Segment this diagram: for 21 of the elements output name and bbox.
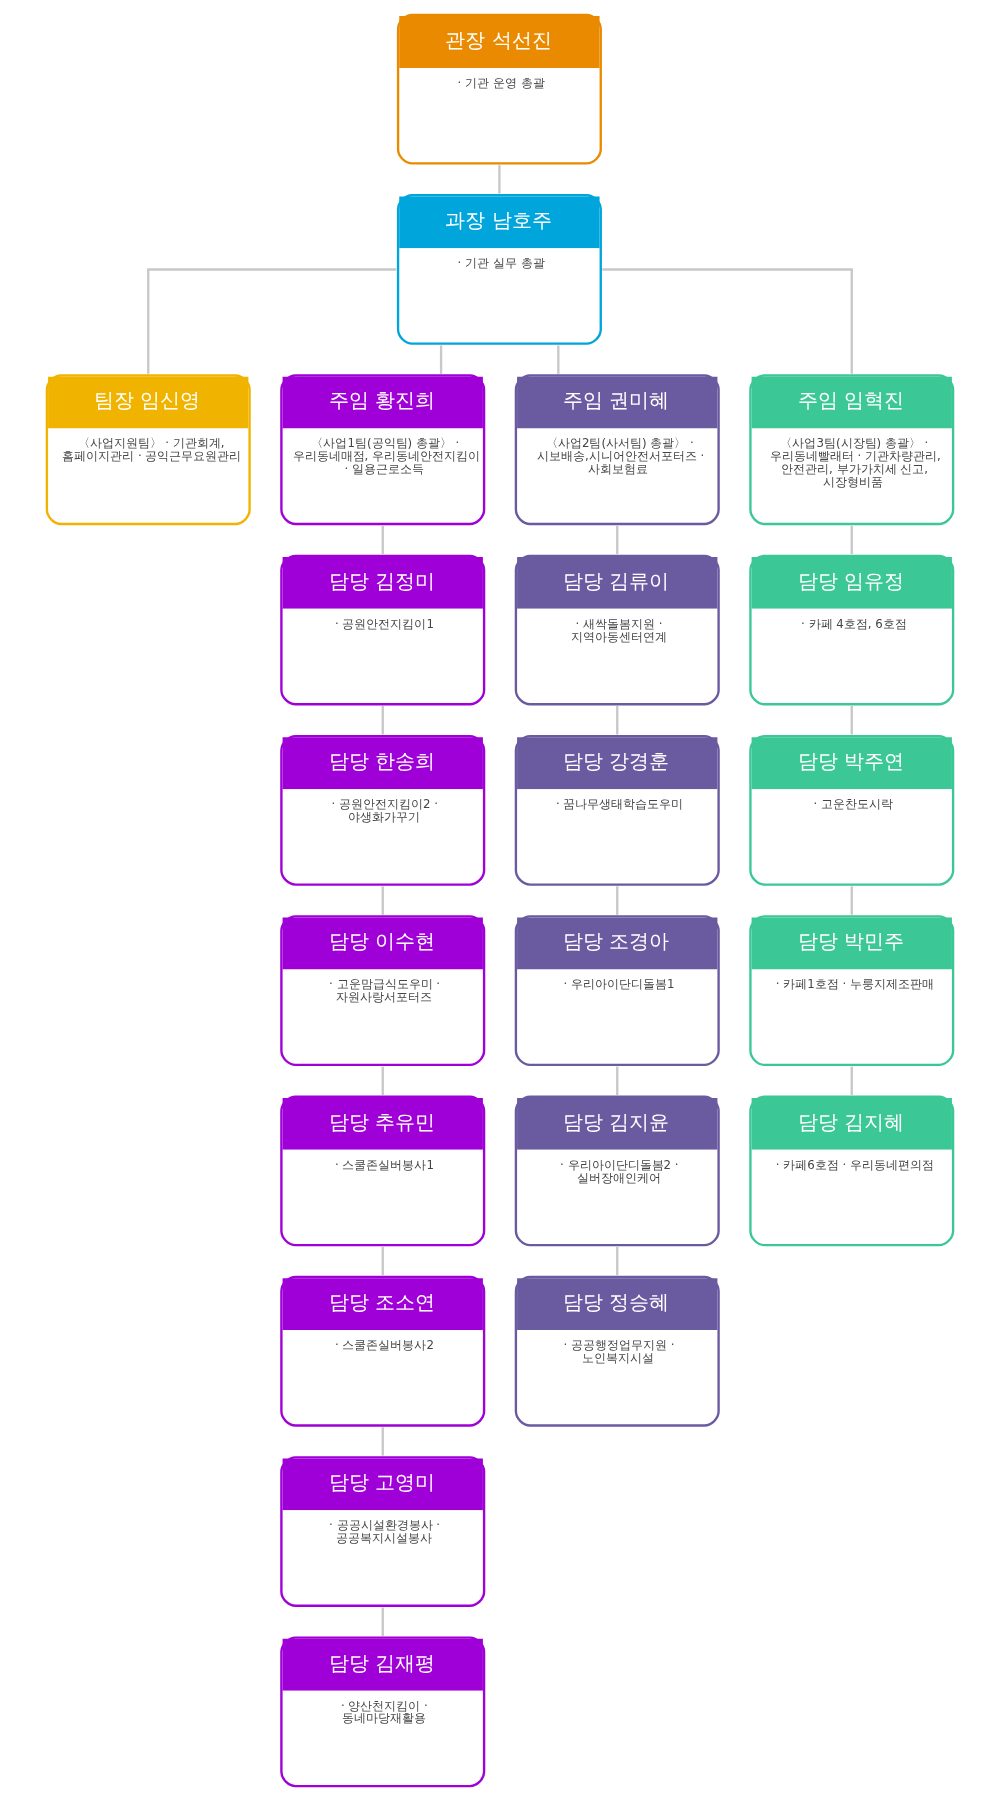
connector xyxy=(850,705,853,734)
connector xyxy=(850,1066,853,1095)
connector xyxy=(381,1066,384,1095)
connector xyxy=(616,1246,619,1275)
connector xyxy=(381,705,384,734)
connector xyxy=(850,525,853,554)
connector xyxy=(147,267,397,374)
connector xyxy=(381,1607,384,1636)
connector xyxy=(616,885,619,915)
connector xyxy=(602,267,853,374)
connector xyxy=(498,164,501,194)
connector xyxy=(557,344,560,374)
connector xyxy=(381,1246,384,1275)
connector xyxy=(381,885,384,915)
connector xyxy=(850,885,853,915)
connector xyxy=(616,1066,619,1095)
connector xyxy=(439,344,443,374)
connector xyxy=(381,525,384,554)
connector xyxy=(381,1426,384,1456)
connector xyxy=(616,525,619,554)
connector xyxy=(616,705,619,734)
